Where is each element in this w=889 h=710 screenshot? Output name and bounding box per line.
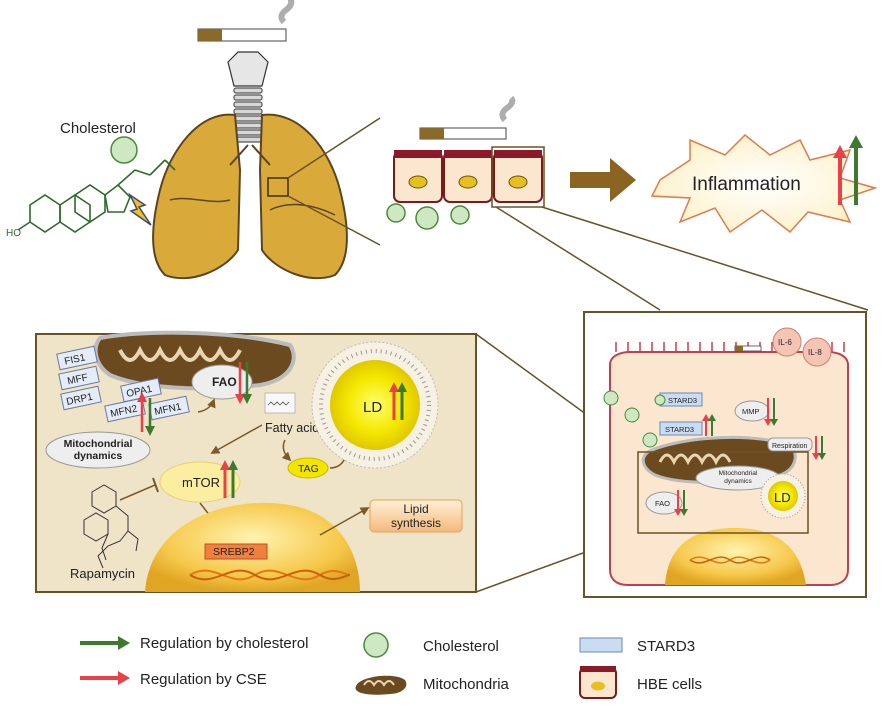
cigarette-icon [197, 0, 295, 42]
dynamics-arrows [137, 392, 155, 436]
stard3-arrows [702, 414, 716, 436]
inflammation-arrows [833, 135, 863, 205]
respiration-arrows [812, 436, 826, 460]
legend-mitochondria: Mitochondria [423, 676, 510, 693]
il8-label: IL-8 [808, 348, 822, 357]
stard3-a-label: STARD3 [668, 396, 697, 405]
cholesterol-title: Cholesterol [60, 120, 136, 137]
il6-label: IL-6 [778, 338, 792, 347]
hbe-cells-group [393, 146, 545, 208]
right-cholesterol-particles [603, 390, 658, 448]
mmp-arrows [764, 398, 778, 426]
cigarette-tiny-icon [734, 345, 762, 352]
lipid-droplet-large [311, 341, 439, 469]
fatty-acid-icon [264, 392, 296, 414]
legend-hbe: HBE cells [637, 676, 702, 693]
mtor-bubble [159, 461, 241, 503]
cholesterol-ho-label: HO [6, 228, 21, 239]
legend-cholesterol: Cholesterol [423, 638, 499, 655]
legend-reg-cse: Regulation by CSE [140, 671, 267, 688]
fao-arrows [235, 362, 252, 404]
rapamycin-label: Rapamycin [70, 566, 135, 581]
mmp-label: MMP [742, 407, 760, 416]
srebp2-label: SREBP2 [213, 546, 255, 558]
ld-arrows [389, 382, 407, 420]
inflammation-label: Inflammation [692, 174, 801, 195]
legend-stard3: STARD3 [637, 638, 695, 655]
label-fis1: FIS1 [63, 352, 86, 367]
respiration-box [767, 437, 813, 452]
lipid-synthesis-box [369, 499, 463, 533]
cholesterol-structure-icon [17, 159, 176, 233]
mtor-label: mTOR [182, 475, 220, 490]
tag-label: TAG [298, 463, 319, 475]
label-mff: MFF [66, 372, 88, 387]
il8-bubble [802, 337, 832, 367]
legend-hbe-icon [579, 666, 617, 699]
ld-large-label: LD [363, 399, 382, 416]
fission-fusion-proteins [56, 345, 190, 423]
lightning-icon [128, 192, 152, 226]
lipid-droplet-right [760, 473, 806, 519]
cholesterol-particles [386, 203, 470, 230]
fao-bubble [191, 364, 253, 400]
fao-label: FAO [212, 375, 237, 389]
right-inner-zoom-box [637, 451, 809, 534]
fao-right-label: FAO [655, 499, 670, 508]
label-opa1: OPA1 [125, 384, 153, 400]
fao-right-bubble [645, 491, 683, 515]
srebp2-box [204, 543, 268, 560]
rapamycin-structure-icon [83, 484, 139, 569]
mito-dynamics-bubble [45, 431, 151, 469]
respiration-label: Respiration [772, 443, 808, 450]
dna-helix-icon [189, 569, 351, 581]
legend-mito-icon [355, 675, 407, 695]
legend [80, 632, 623, 699]
cigarette-small-icon [419, 95, 516, 140]
il6-bubble [772, 327, 802, 357]
legend-reg-cholesterol: Regulation by cholesterol [140, 635, 308, 652]
progression-arrow [570, 158, 636, 202]
fao-right-arrows [674, 490, 688, 516]
stard3-box-b [659, 421, 703, 436]
lungs-icon [152, 113, 348, 280]
fatty-acid-label: Fatty acid [265, 421, 319, 435]
stard3-b-label: STARD3 [665, 425, 694, 434]
mtor-arrows [220, 460, 238, 498]
ld-right-label: LD [774, 490, 791, 505]
cholesterol-bubble [110, 136, 138, 164]
tag-bubble [287, 457, 329, 479]
